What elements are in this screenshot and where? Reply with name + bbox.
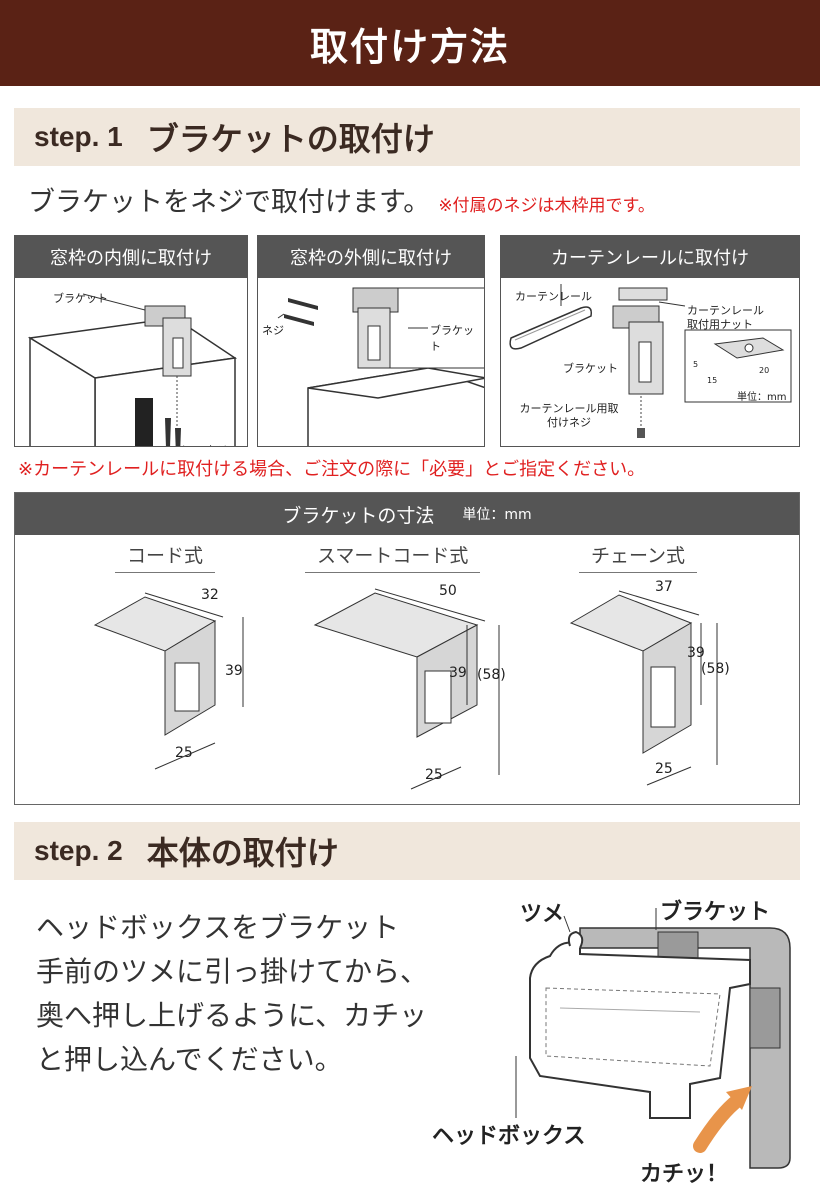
inside-bracket-label: ブラケット [53, 292, 108, 305]
step2-title: 本体の取付け [146, 834, 339, 872]
instruction-line: と押し込んでください。 [36, 1043, 343, 1076]
step2-instructions: ヘッドボックスをブラケット 手前のツメに引っ掛けてから、 奥へ押し上げるように、… [36, 906, 428, 1082]
bracket-label: ブラケット [660, 900, 771, 925]
step1-lead: ブラケットをネジで取付けます。 ※付属のネジは木枠用です。 [28, 180, 655, 219]
outside-frame-illustration [277, 287, 484, 446]
panel-inside-title: 窓枠の内側に取付け [15, 236, 247, 278]
instruction-line: 奥へ押し上げるように、カチッ [36, 999, 428, 1032]
rail-nut-label: カーテンレール取付用ナット [687, 304, 764, 331]
chain-height-total: (58) [701, 661, 730, 677]
type-chain-label: チェーン式 [579, 541, 698, 573]
panel-outside-title: 窓枠の外側に取付け [258, 236, 484, 278]
panel-outside-frame: 窓枠の外側に取付け ネジ ブラケット [257, 235, 485, 447]
rail-unit-label: 単位：mm [737, 392, 787, 403]
panel-curtain-rail: カーテンレールに取付け カーテンレール カーテンレール取付用ナット ブラケット … [500, 235, 800, 447]
nut-dim-length: 20 [759, 366, 770, 375]
chain-height: 39 [687, 645, 705, 661]
outside-bracket-label: ブラケット [430, 324, 474, 353]
page-title: 取付け方法 [0, 0, 820, 86]
cord-width: 32 [201, 587, 219, 603]
instruction-line: ヘッドボックスをブラケット [36, 911, 400, 944]
outside-screw-label: ネジ [262, 324, 284, 337]
chain-depth: 25 [655, 761, 673, 777]
curtain-rail-illustration [509, 284, 792, 438]
bracket-dimensions-panel: ブラケットの寸法 単位：mm コード式 スマートコード式 チェーン式 [14, 492, 800, 805]
type-smartcord-label: スマートコード式 [305, 541, 481, 573]
cord-height: 39 [225, 663, 243, 679]
rail-order-warning: ※カーテンレールに取付ける場合、ご注文の際に「必要」とご指定ください。 [18, 459, 646, 480]
nut-dim-width: 15 [707, 376, 718, 385]
smartcord-bracket-drawing [313, 588, 500, 790]
cord-depth: 25 [175, 745, 193, 761]
inside-frame-illustration [27, 293, 238, 446]
step1-header: step. 1 ブラケットの取付け [14, 108, 800, 166]
instruction-line: 手前のツメに引っ掛けてから、 [36, 955, 429, 988]
rail-screw-label: カーテンレール用取付けネジ [519, 402, 619, 429]
bracket-dimension-drawings [93, 588, 718, 790]
panel-rail-title: カーテンレールに取付け [501, 236, 799, 278]
screw-note: ※付属のネジは木枠用です。 [438, 196, 655, 216]
type-cord-label: コード式 [115, 541, 216, 573]
step2-number: step. 2 [34, 835, 123, 866]
step2-header: step. 2 本体の取付け [14, 822, 800, 880]
smartcord-depth: 25 [425, 767, 443, 783]
smartcord-height: 39 [449, 665, 467, 681]
step1-title: ブラケットの取付け [146, 120, 435, 158]
step1-number: step. 1 [34, 121, 123, 152]
headbox-cross-section [515, 908, 791, 1169]
tsume-label: ツメ [520, 902, 565, 927]
headbox-label: ヘッドボックス [432, 1124, 586, 1149]
headbox-install-diagram: ツメ ブラケット ヘッドボックス カチッ！ [420, 888, 810, 1192]
panel-inside-frame: 窓枠の内側に取付け ブラケット ネジ [14, 235, 248, 447]
smartcord-width: 50 [439, 583, 457, 599]
smartcord-height-total: (58) [477, 667, 506, 683]
inside-screw-label: ネジ [205, 442, 227, 446]
cord-bracket-drawing [93, 592, 244, 770]
chain-width: 37 [655, 579, 673, 595]
dimensions-title: ブラケットの寸法 [282, 504, 435, 527]
dimensions-header: ブラケットの寸法 単位：mm [15, 493, 799, 535]
rail-bracket-label: ブラケット [563, 362, 618, 375]
rail-label: カーテンレール [515, 290, 592, 303]
click-label: カチッ！ [640, 1162, 729, 1187]
nut-dim-height: 5 [693, 360, 699, 369]
chain-bracket-drawing [569, 590, 718, 786]
dimensions-unit: 単位：mm [462, 507, 532, 523]
step1-lead-text: ブラケットをネジで取付けます。 [28, 187, 431, 218]
